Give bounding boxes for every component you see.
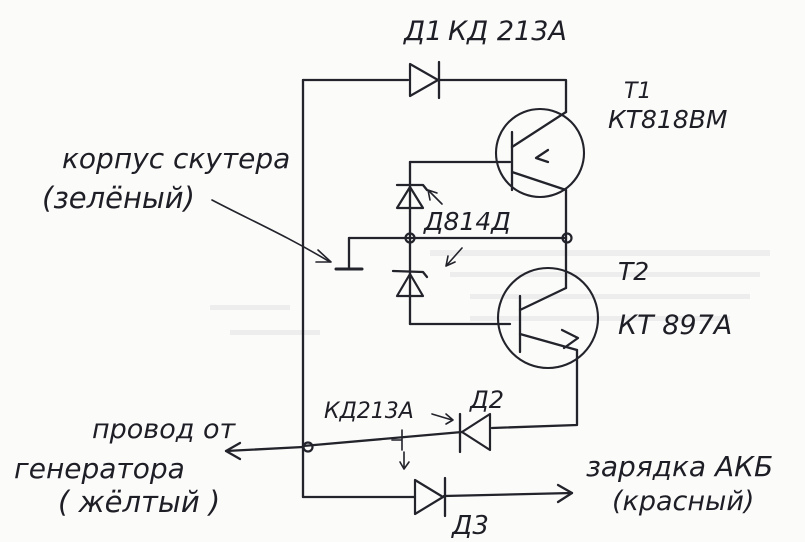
label-d2-name: Д2 xyxy=(469,386,504,414)
transistor-t2-arrow xyxy=(560,328,580,350)
transistor-t2-body xyxy=(496,266,600,370)
frame-pointer-head xyxy=(315,249,332,263)
bleed-line xyxy=(470,316,730,321)
zener-upper-pointer xyxy=(427,189,443,205)
junction-dot xyxy=(404,232,416,244)
labels: Д1 КД 213А Т1 КТ818ВМ Д814Д Т2 КТ 897А к… xyxy=(14,16,773,541)
label-t1-part: КТ818ВМ xyxy=(608,105,727,134)
diode-d2-sketch-arrow xyxy=(399,451,410,470)
top-wire-right xyxy=(438,78,568,114)
zener-lower-bar xyxy=(391,269,429,279)
transistor-t1 xyxy=(494,107,586,199)
zener-upper-bar xyxy=(395,183,429,192)
label-gen-line1: провод от xyxy=(92,414,237,445)
t2-emitter-wire xyxy=(490,348,579,430)
zener-lower xyxy=(391,247,463,298)
transistor-t2-collector xyxy=(518,286,568,312)
zener-upper-body xyxy=(395,185,425,210)
bottom-wire-right xyxy=(442,491,574,498)
transistor-t1-body xyxy=(494,107,586,199)
battery-arrowhead xyxy=(556,483,574,504)
label-zener-part: Д814Д xyxy=(423,207,511,236)
frame-pointer xyxy=(211,199,331,263)
label-t2-name: Т2 xyxy=(618,257,649,286)
junction-dot xyxy=(302,441,314,453)
junction-dot xyxy=(561,232,573,244)
transistor-t1-arrow xyxy=(534,148,550,164)
label-t1-name: Т1 xyxy=(624,79,651,104)
diode-d1-anode xyxy=(408,62,440,98)
label-pointer-d2 xyxy=(431,413,454,425)
bleed-line xyxy=(230,330,320,335)
diode-d2-sketch-mark xyxy=(391,429,403,451)
diode-d2-anode xyxy=(460,412,492,452)
label-frame-line2: (зелёный) xyxy=(42,181,195,215)
transistor-t2 xyxy=(496,266,600,370)
bleed-line xyxy=(470,294,750,299)
diode-d3-anode xyxy=(413,478,445,516)
label-frame-line1: корпус скутера xyxy=(62,142,290,175)
diode-d1 xyxy=(408,60,441,100)
wires xyxy=(224,78,579,504)
label-d1-name: Д1 xyxy=(403,16,442,47)
paper-bleed-through xyxy=(210,250,770,335)
generator-wire xyxy=(224,445,305,453)
d2-left-wire xyxy=(301,430,464,448)
junctions xyxy=(302,232,573,453)
transistor-t1-collector xyxy=(510,110,568,149)
transistor-t2-emitter xyxy=(518,332,579,352)
transistor-t1-emitter xyxy=(510,170,568,192)
label-d2-part: КД213А xyxy=(324,399,414,424)
label-t2-part: КТ 897А xyxy=(618,310,732,341)
zener-lower-pointer xyxy=(445,247,463,267)
label-battery-line2: (красный) xyxy=(612,486,754,517)
label-d1-part: КД 213А xyxy=(448,16,567,47)
zener-upper xyxy=(395,183,443,210)
zener-lower-body xyxy=(395,272,425,298)
generator-arrowhead xyxy=(224,441,242,461)
bleed-line xyxy=(210,305,290,310)
diode-d2 xyxy=(391,412,492,470)
label-d3-name: Д3 xyxy=(451,511,489,541)
diode-d3 xyxy=(413,476,447,518)
label-battery-line1: зарядка АКБ xyxy=(586,450,773,483)
bleed-line xyxy=(430,250,770,256)
label-gen-line2: генератора xyxy=(14,452,185,485)
bleed-line xyxy=(450,272,760,277)
label-gen-line3: ( жёлтый ) xyxy=(58,485,220,519)
